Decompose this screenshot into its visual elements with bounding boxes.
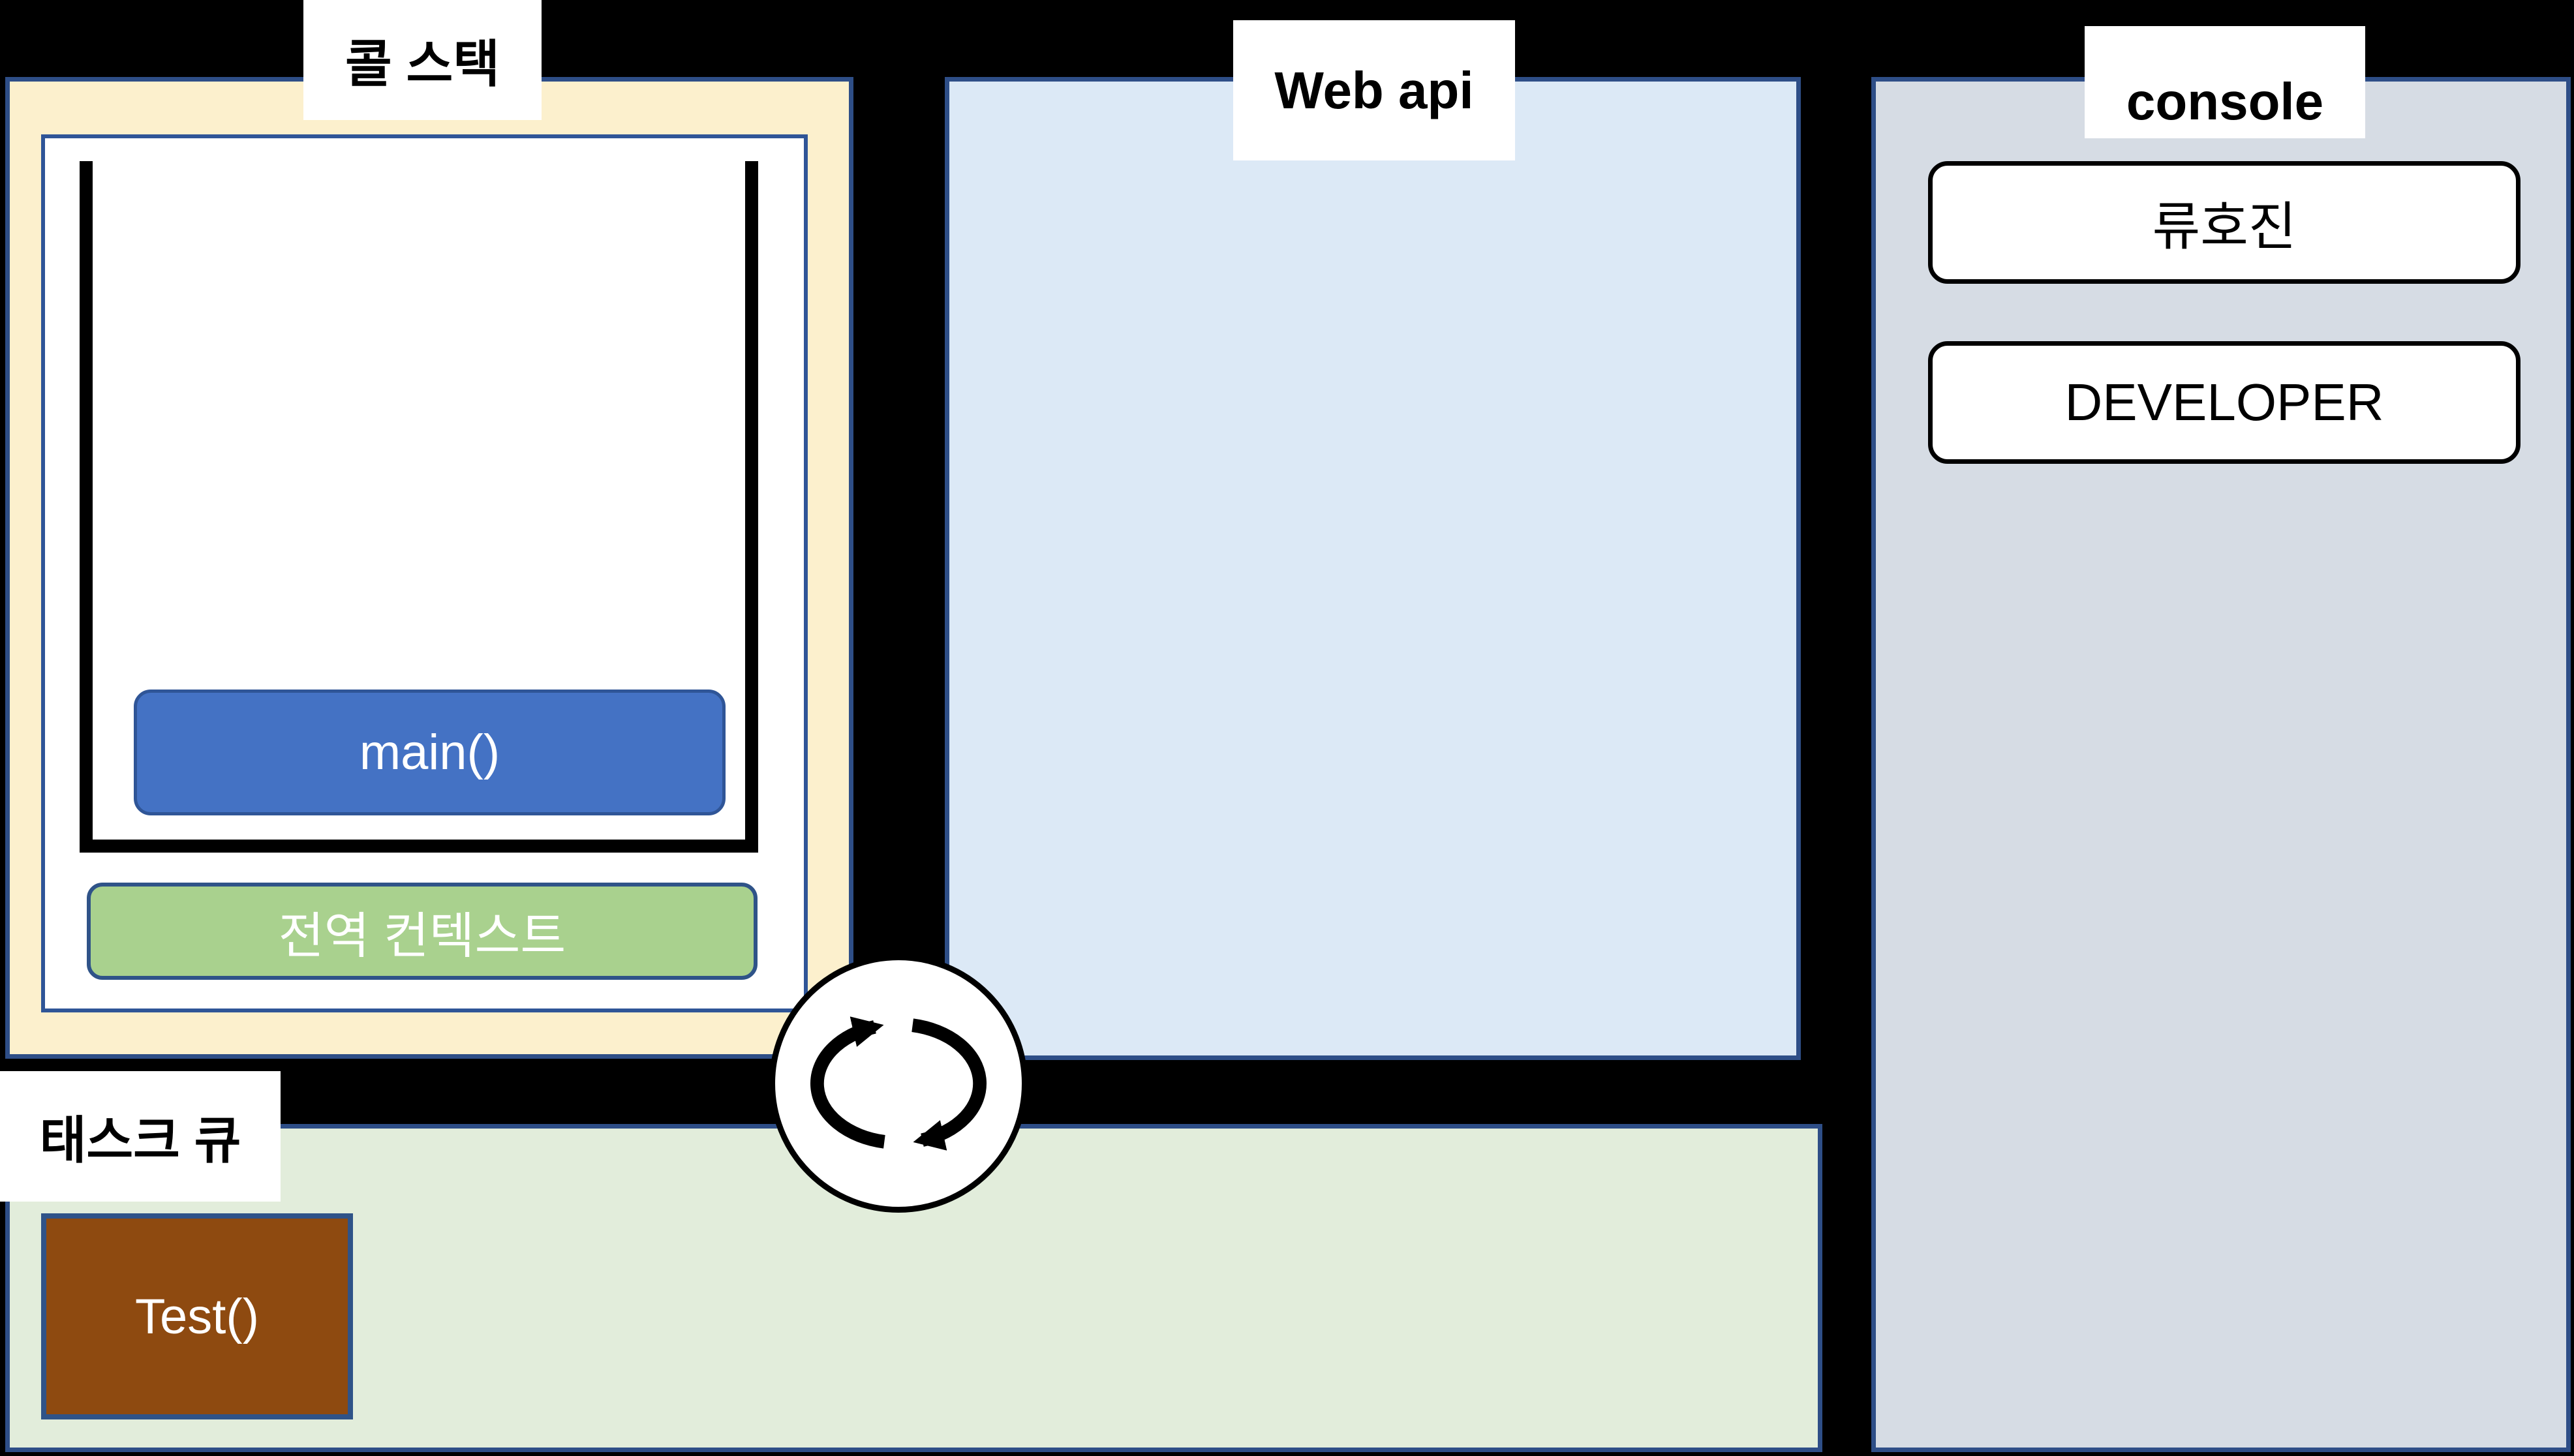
event-loop-circle <box>769 954 1028 1213</box>
stack-walls <box>80 161 758 853</box>
call-stack-label: 콜 스택 <box>303 0 542 120</box>
call-stack-panel: main() 전역 컨텍스트 <box>5 77 853 1059</box>
console-panel: 류호진 DEVELOPER <box>1871 77 2571 1452</box>
web-api-panel <box>945 77 1801 1060</box>
console-entry: DEVELOPER <box>1928 341 2520 464</box>
task-queue-label: 태스크 큐 <box>0 1071 281 1202</box>
stack-frame-main: main() <box>134 690 726 815</box>
console-label: console <box>2085 26 2365 138</box>
cycle-arrows-icon <box>810 1016 987 1151</box>
task-item-test: Test() <box>41 1213 353 1419</box>
web-api-label: Web api <box>1233 20 1515 160</box>
call-stack-inner-box: main() 전역 컨텍스트 <box>41 134 808 1012</box>
console-entry: 류호진 <box>1928 161 2520 284</box>
global-context-box: 전역 컨텍스트 <box>87 883 758 980</box>
